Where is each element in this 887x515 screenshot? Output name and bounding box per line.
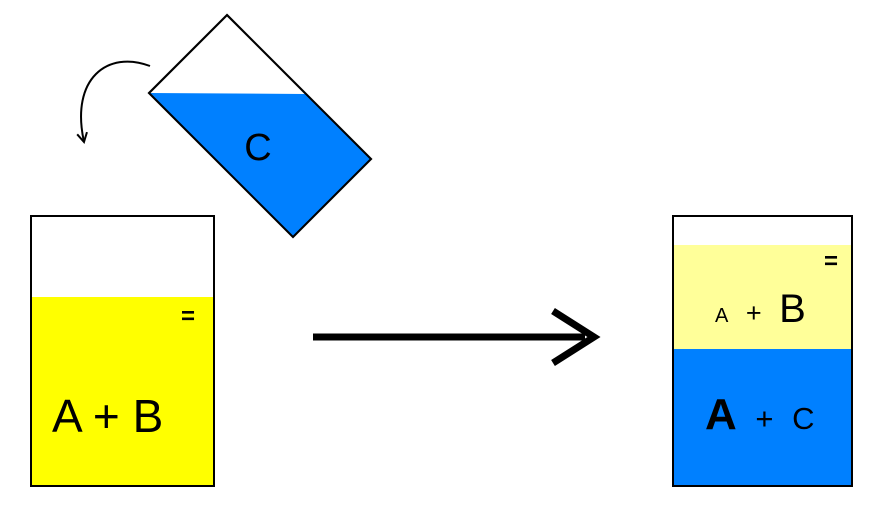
- pouring-beaker-label: C: [244, 127, 271, 169]
- left-beaker-label: A + B: [52, 390, 164, 442]
- pour-arrow-icon: [76, 60, 151, 145]
- top-label-plus: +: [745, 298, 762, 328]
- top-label-b: B: [779, 287, 806, 331]
- pouring-beaker-liquid: [149, 93, 371, 237]
- right-beaker-top-label: A + B: [710, 289, 811, 329]
- reaction-arrow-head: [551, 308, 601, 366]
- right-beaker: = A + B A + C: [672, 215, 853, 487]
- right-beaker-equals-sign: =: [823, 248, 838, 275]
- pouring-beaker: C: [147, 13, 373, 239]
- left-beaker-equals-sign: =: [180, 303, 195, 330]
- top-label-a: A: [715, 305, 729, 327]
- bottom-label-c: C: [792, 401, 815, 436]
- left-beaker-yellow-liquid: = A + B: [32, 297, 213, 485]
- right-beaker-bottom-label: A + C: [700, 393, 820, 437]
- reaction-arrow-icon: [313, 308, 601, 366]
- bottom-label-a: A: [705, 390, 737, 439]
- left-beaker: = A + B: [30, 215, 215, 487]
- pouring-beaker-outline: [147, 13, 373, 239]
- bottom-label-plus: +: [755, 401, 774, 436]
- right-beaker-top-layer: = A + B: [674, 245, 851, 349]
- right-beaker-bottom-layer: A + C: [674, 349, 851, 485]
